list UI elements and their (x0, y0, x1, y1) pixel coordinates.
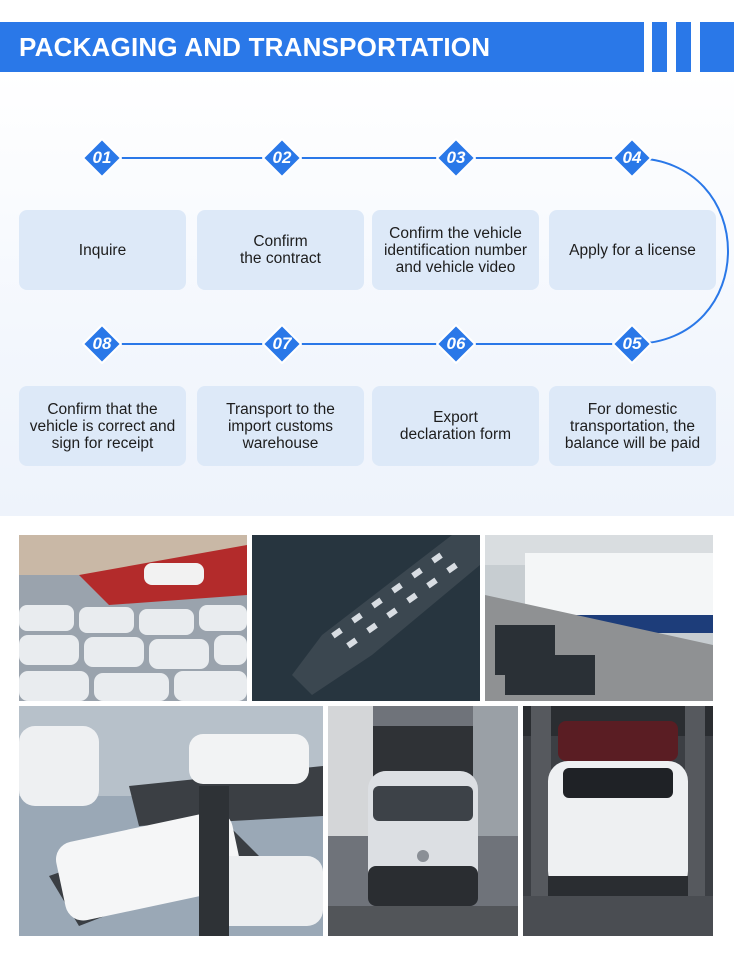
step-card-inquire: Inquire (19, 210, 186, 290)
step-card-confirm-vin: Confirm the vehicle identification numbe… (372, 210, 539, 290)
step-card-domestic-balance: For domestic transportation, the balance… (549, 386, 716, 466)
photo-white-suv-in-container (328, 706, 518, 936)
photo-port-car-lot (19, 535, 247, 701)
step-card-confirm-contract: Confirm the contract (197, 210, 364, 290)
step-number-badge: 05 (612, 324, 652, 364)
step-number-badge: 04 (612, 138, 652, 178)
step-card-transport-customs: Transport to the import customs warehous… (197, 386, 364, 466)
process-connector-lines (102, 157, 729, 345)
photo-car-transport-truck (19, 706, 323, 936)
header-stripe (676, 22, 691, 72)
header-banner: PACKAGING AND TRANSPORTATION (0, 22, 644, 72)
step-number-badge: 07 (262, 324, 302, 364)
step-card-confirm-receipt: Confirm that the vehicle is correct and … (19, 386, 186, 466)
header-stripe (700, 22, 734, 72)
photo-aerial-car-carrier-ship (252, 535, 480, 701)
header-stripe (652, 22, 667, 72)
page-title: PACKAGING AND TRANSPORTATION (19, 32, 491, 62)
step-number-badge: 02 (262, 138, 302, 178)
step-card-export-declaration: Export declaration form (372, 386, 539, 466)
step-number-badge: 01 (82, 138, 122, 178)
step-number-badge: 03 (436, 138, 476, 178)
step-card-apply-license: Apply for a license (549, 210, 716, 290)
step-number-badge: 08 (82, 324, 122, 364)
photo-car-loaded-in-container (523, 706, 713, 936)
photo-roro-ship-at-dock (485, 535, 713, 701)
step-number-badge: 06 (436, 324, 476, 364)
